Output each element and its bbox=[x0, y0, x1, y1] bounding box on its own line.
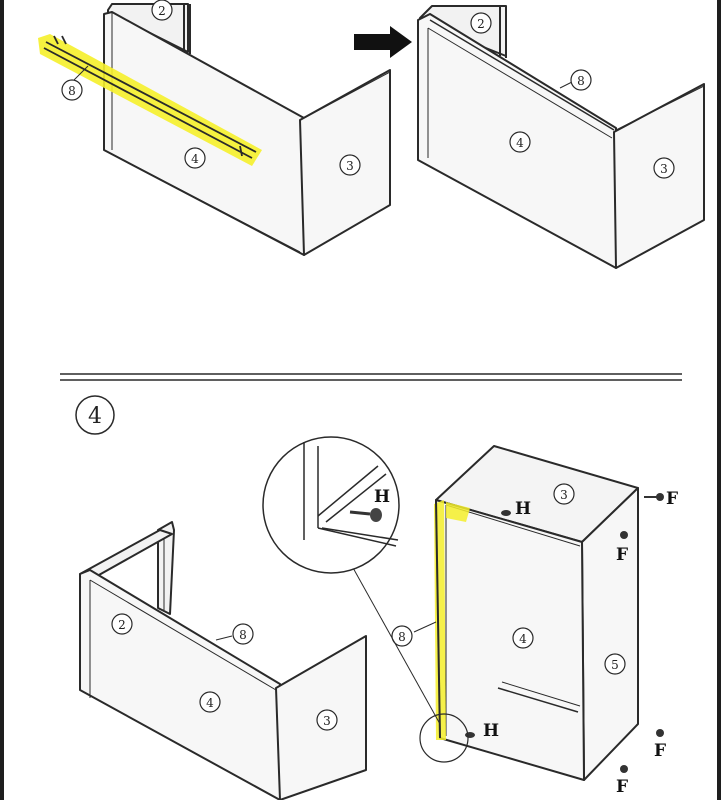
screw-icon bbox=[620, 531, 628, 539]
label-4: 4 bbox=[516, 136, 524, 150]
rail-8-top-left bbox=[43, 35, 257, 159]
label-4: 4 bbox=[206, 696, 214, 710]
label-2: 2 bbox=[477, 17, 485, 31]
label-f: F bbox=[654, 741, 666, 761]
label-8: 8 bbox=[398, 630, 406, 644]
callout-8-top-right: 8 bbox=[570, 69, 592, 91]
callout-8-bottom-left: 8 bbox=[232, 623, 254, 645]
screw-f-1: F bbox=[644, 489, 678, 509]
leader-8-top-left bbox=[73, 65, 89, 81]
label-8: 8 bbox=[68, 84, 76, 98]
detail-magnifier: H bbox=[262, 436, 469, 763]
screw-icon bbox=[370, 508, 382, 522]
label-h: H bbox=[374, 487, 390, 507]
top-left-cabinet bbox=[103, 3, 391, 256]
callout-8-top-left: 8 bbox=[61, 79, 83, 101]
label-4: 4 bbox=[519, 632, 527, 646]
screw-icon bbox=[620, 765, 628, 773]
top-right-cabinet bbox=[417, 5, 705, 269]
bottom-right-cabinet bbox=[435, 445, 639, 781]
screw-f-4: F bbox=[616, 765, 628, 797]
leader-8-top-right bbox=[559, 81, 573, 89]
callout-8-bottom-right: 8 bbox=[391, 625, 413, 647]
label-3: 3 bbox=[560, 488, 568, 502]
callout-3-top-right: 3 bbox=[653, 157, 675, 179]
label-2: 2 bbox=[158, 4, 166, 18]
label-8: 8 bbox=[239, 628, 247, 642]
callout-3-top-left: 3 bbox=[339, 154, 361, 176]
callout-3-bottom-right: 3 bbox=[553, 483, 575, 505]
screw-icon bbox=[656, 493, 664, 501]
rail-8-vertical bbox=[435, 499, 441, 739]
callout-2-top-left: 2 bbox=[151, 0, 173, 21]
callout-4-bottom-right: 4 bbox=[512, 627, 534, 649]
left-border bbox=[0, 0, 4, 800]
callout-4-top-left: 4 bbox=[184, 147, 206, 169]
screw-icon bbox=[465, 732, 475, 738]
step-number: 4 bbox=[75, 395, 115, 435]
leader-8-bottom-left bbox=[215, 635, 233, 641]
magnifier-source-circle bbox=[419, 713, 469, 763]
label-3: 3 bbox=[323, 714, 331, 728]
label-3: 3 bbox=[346, 159, 354, 173]
screw-h-top: H bbox=[501, 499, 531, 519]
label-f: F bbox=[616, 777, 628, 797]
callout-4-top-right: 4 bbox=[509, 131, 531, 153]
screw-icon bbox=[501, 510, 511, 516]
label-2: 2 bbox=[118, 618, 126, 632]
screw-icon bbox=[656, 729, 664, 737]
right-border bbox=[717, 0, 721, 800]
highlight-rail-8-top bbox=[446, 502, 470, 522]
arrow-right-icon bbox=[354, 26, 412, 58]
callout-5-bottom-right: 5 bbox=[604, 653, 626, 675]
label-h: H bbox=[483, 721, 499, 741]
label-5: 5 bbox=[611, 658, 619, 672]
step-number-label: 4 bbox=[88, 404, 102, 429]
callout-3-bottom-left: 3 bbox=[316, 709, 338, 731]
label-8: 8 bbox=[577, 74, 585, 88]
label-f: F bbox=[616, 545, 628, 565]
label-4: 4 bbox=[191, 152, 199, 166]
callout-2-bottom-left: 2 bbox=[111, 613, 133, 635]
callout-2-top-right: 2 bbox=[470, 12, 492, 34]
label-h: H bbox=[515, 499, 531, 519]
label-f: F bbox=[666, 489, 678, 509]
magnifier-leader bbox=[351, 565, 441, 725]
screw-f-3: F bbox=[654, 729, 666, 761]
leader-8-bottom-right bbox=[413, 621, 437, 633]
screw-f-2: F bbox=[616, 531, 628, 565]
callout-4-bottom-left: 4 bbox=[199, 691, 221, 713]
label-3: 3 bbox=[660, 162, 668, 176]
